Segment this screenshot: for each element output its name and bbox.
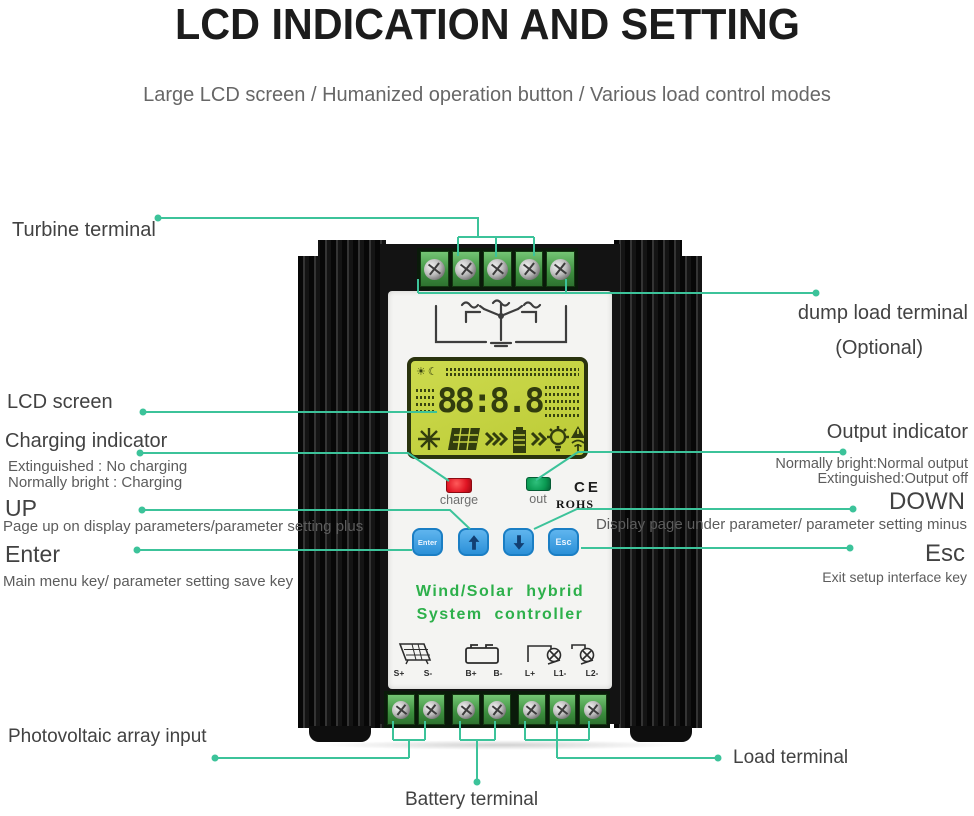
terminal-cell	[517, 694, 546, 725]
terminal-cell	[417, 694, 446, 725]
terminal-label: S+	[394, 668, 405, 678]
lcd-screen: ☀ ☾ 88:8.8	[407, 357, 588, 459]
page-title: LCD INDICATION AND SETTING	[174, 0, 800, 49]
device-up-button	[458, 528, 489, 556]
right-heatsink	[614, 240, 702, 728]
battery-icon	[513, 427, 526, 453]
sun-icon: ☀	[416, 365, 426, 378]
brand-line-1: Wind/Solar hybrid	[415, 583, 585, 600]
flow-arrows-icon	[484, 431, 509, 447]
label-enter: Enter	[5, 541, 60, 567]
label-output-indicator: Output indicator	[826, 421, 968, 443]
top-terminal-block	[417, 248, 578, 290]
device-esc-button: Esc	[548, 528, 579, 556]
label-charging-sub2: Normally bright : Charging	[8, 474, 183, 491]
screw-icon	[518, 258, 540, 280]
label-dump-load-optional: (Optional)	[835, 337, 923, 359]
terminal-cell	[514, 251, 544, 287]
solar-panel-icon	[448, 427, 480, 451]
screw-icon	[550, 258, 572, 280]
device-foot	[309, 726, 371, 742]
moon-icon: ☾	[427, 365, 438, 378]
screw-icon	[423, 258, 445, 280]
warning-icon	[571, 426, 584, 453]
label-lcd-screen: LCD screen	[7, 391, 113, 413]
label-enter-sub: Main menu key/ parameter setting save ke…	[3, 573, 294, 590]
label-charging-indicator: Charging indicator	[5, 430, 168, 452]
label-load-terminal: Load terminal	[733, 747, 849, 768]
device-enter-button: Enter	[412, 528, 443, 556]
output-led-label: out	[529, 492, 547, 506]
terminal-cell	[483, 694, 511, 725]
terminal-label: B-	[494, 668, 503, 678]
lcd-microtext	[544, 384, 579, 419]
terminal-cell	[451, 251, 481, 287]
label-down: DOWN	[889, 488, 965, 515]
label-down-sub: Display page under parameter/ parameter …	[595, 516, 967, 533]
down-arrow-icon	[513, 534, 524, 550]
terminal-label: S-	[424, 668, 433, 678]
terminal-label: L+	[525, 668, 535, 678]
label-photovoltaic-input: Photovoltaic array input	[8, 726, 207, 747]
brand-line-2: System controller	[416, 606, 584, 623]
lcd-digits: 88:8.8	[437, 381, 545, 421]
bottom-terminal-block	[384, 691, 610, 728]
screw-icon	[455, 258, 477, 280]
terminal-cell	[452, 694, 481, 725]
lcd-icon-row	[418, 426, 584, 453]
terminal-label: L2-	[586, 668, 599, 678]
solar-panel-small-icon	[398, 643, 432, 665]
page-subtitle: Large LCD screen / Humanized operation b…	[143, 84, 831, 106]
screw-icon	[553, 700, 572, 719]
device-foot	[630, 726, 692, 742]
terminal-cell	[387, 694, 415, 725]
label-esc-sub: Exit setup interface key	[822, 569, 967, 585]
output-led	[526, 477, 551, 491]
charge-led	[446, 478, 472, 493]
label-dump-load-terminal: dump load terminal	[797, 302, 968, 324]
up-arrow-icon	[468, 534, 479, 550]
screw-icon	[391, 700, 410, 719]
terminal-cell	[483, 251, 512, 287]
label-output-sub1: Normally bright:Normal output	[775, 456, 968, 472]
screw-icon	[486, 258, 508, 280]
terminal-cell	[548, 694, 577, 725]
left-heatsink	[298, 240, 386, 728]
label-battery-terminal: Battery terminal	[405, 789, 539, 810]
battery-small-icon	[465, 644, 499, 664]
terminal-label: L1-	[554, 668, 567, 678]
screw-icon	[488, 700, 507, 719]
rohs-mark: ROHS	[556, 497, 595, 511]
label-turbine-terminal: Turbine terminal	[12, 219, 156, 241]
screw-icon	[422, 700, 441, 719]
ce-mark: CE	[574, 479, 601, 496]
label-esc: Esc	[924, 540, 965, 567]
terminal-label: B+	[465, 668, 476, 678]
load-lamps-icon	[527, 644, 595, 665]
terminal-cell	[546, 251, 575, 287]
label-charging-sub1: Extinguished : No charging	[8, 458, 188, 475]
label-up: UP	[5, 495, 37, 521]
lcd-status-row: ☀ ☾	[416, 364, 579, 379]
screw-icon	[522, 700, 541, 719]
terminal-cell	[420, 251, 449, 287]
lcd-microtext	[416, 387, 434, 415]
screw-icon	[584, 700, 603, 719]
terminal-legend: S+ S- B+ B- L+ L1- L2-	[394, 643, 599, 678]
terminal-cell	[579, 694, 608, 725]
device-shadow	[320, 740, 680, 750]
bulb-icon	[547, 426, 569, 452]
label-up-sub: Page up on display parameters/parameter …	[3, 518, 364, 535]
flow-arrows-icon	[530, 431, 548, 447]
wind-fan-icon	[418, 428, 440, 450]
lcd-microtext	[445, 366, 579, 378]
device-down-button	[503, 528, 534, 556]
wind-turbine-icon	[434, 299, 568, 348]
charge-led-label: charge	[439, 493, 479, 507]
screw-icon	[457, 700, 476, 719]
label-output-sub2: Extinguished:Output off	[817, 471, 968, 487]
